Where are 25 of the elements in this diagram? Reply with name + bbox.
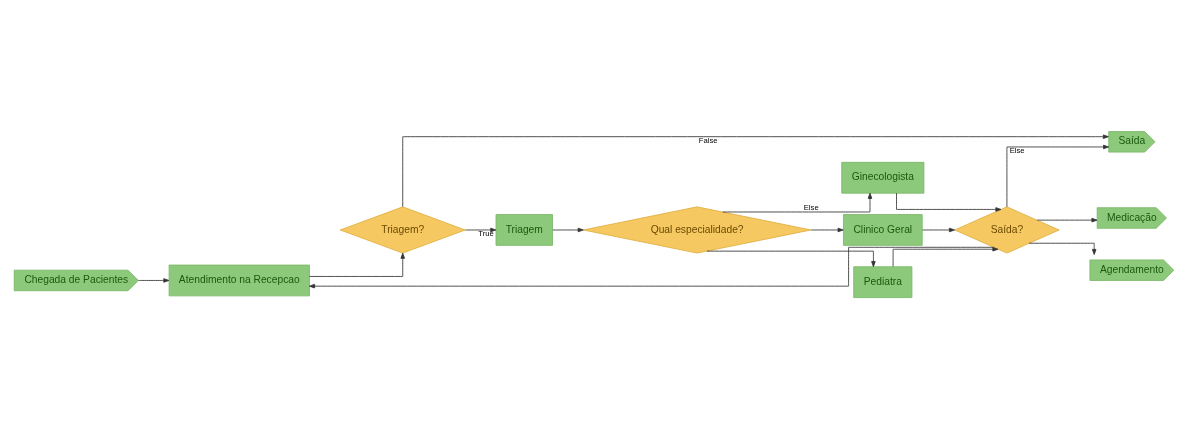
node-box: Pediatra <box>853 265 913 298</box>
arrow <box>1028 242 1097 255</box>
arrow <box>896 192 1002 212</box>
arrow <box>810 227 844 232</box>
arrow <box>1006 144 1110 207</box>
arrow <box>706 250 876 267</box>
edge-label: True <box>478 228 494 238</box>
arrow <box>309 246 995 288</box>
edge-label: False <box>698 135 718 145</box>
arrow <box>552 227 584 232</box>
arrow <box>309 252 405 277</box>
node-box: Atendimento na Recepcao <box>168 264 310 296</box>
arrow <box>722 192 873 212</box>
node-box: Ginecologista <box>841 161 925 194</box>
arrow <box>402 133 1109 207</box>
arrow <box>137 277 170 283</box>
node-box: Triagem <box>495 213 553 246</box>
arrow <box>464 227 497 232</box>
arrow <box>922 227 955 232</box>
arrow <box>1036 217 1098 222</box>
node-diamond: Triagem? <box>339 205 466 253</box>
edge-label: Else <box>1009 145 1025 155</box>
node-box: Clinico Geral <box>843 213 923 246</box>
arrow <box>892 246 999 267</box>
edge-label: Else <box>803 202 819 212</box>
